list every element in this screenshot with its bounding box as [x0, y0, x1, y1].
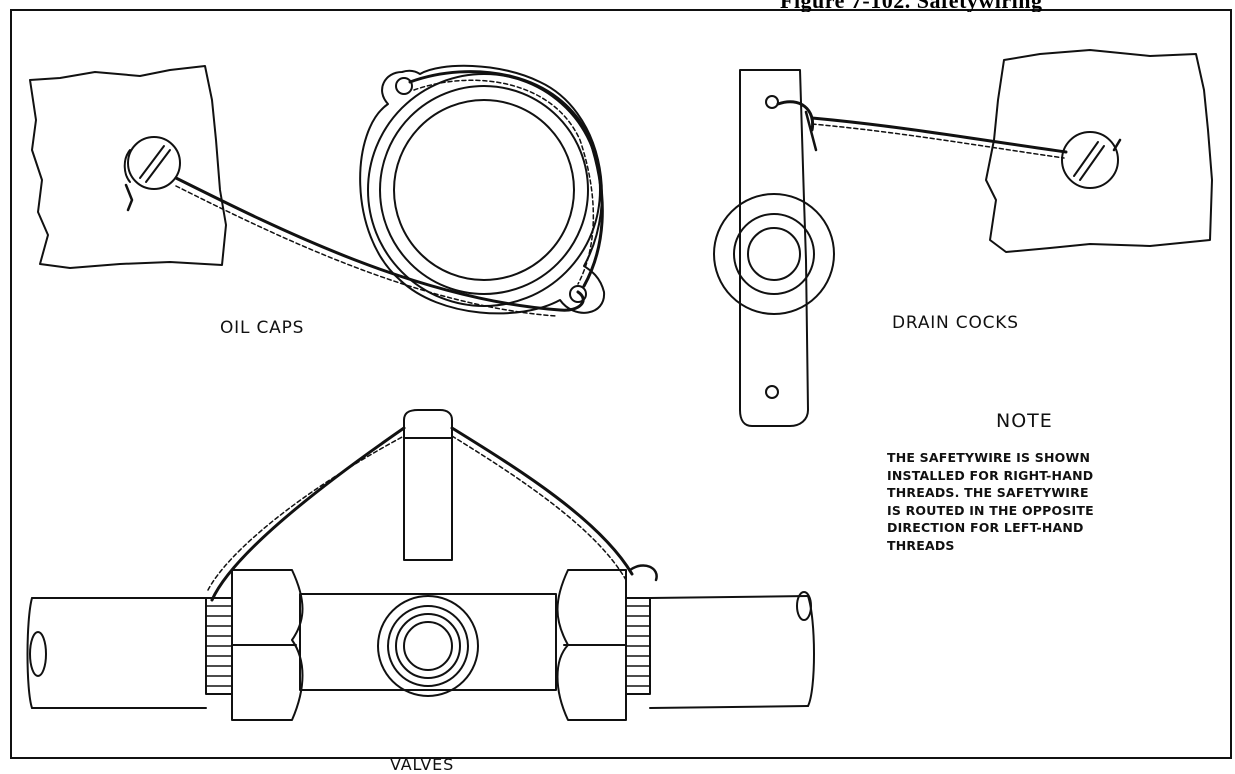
note-line: INSTALLED FOR RIGHT-HAND — [887, 467, 1094, 483]
frame-left-line — [10, 9, 12, 758]
note-body: THE SAFETYWIRE IS SHOWN INSTALLED FOR RI… — [887, 449, 1207, 554]
note-title: NOTE — [996, 410, 1053, 432]
oil-cap-panel-left — [29, 65, 227, 269]
note-line: THREADS. THE SAFETYWIRE — [887, 485, 1089, 500]
frame-top-line — [10, 9, 1232, 11]
valves-label: VALVES — [390, 755, 455, 774]
oil-caps-label: OIL CAPS — [220, 318, 305, 338]
note-line: DIRECTION FOR LEFT-HAND — [887, 520, 1084, 535]
frame-bottom-line — [10, 757, 1232, 759]
note-line: IS ROUTED IN THE OPPOSITE — [887, 502, 1094, 518]
drain-cock-body — [713, 69, 835, 427]
oil-cap-ring — [359, 64, 606, 315]
oil-cap-safetywire — [174, 70, 604, 317]
note-line: THREADS — [887, 537, 955, 553]
drain-cock-safetywire — [776, 100, 1068, 159]
valve-body — [26, 409, 815, 721]
figure-caption: Figure 7-102. Safetywiring — [780, 0, 1235, 12]
valve-safetywire — [207, 426, 658, 602]
note-line: THE SAFETYWIRE IS SHOWN — [887, 450, 1091, 465]
drain-cock-panel-right — [985, 49, 1213, 253]
drain-cocks-label: DRAIN COCKS — [892, 313, 1019, 333]
frame-right-line — [1230, 9, 1232, 758]
